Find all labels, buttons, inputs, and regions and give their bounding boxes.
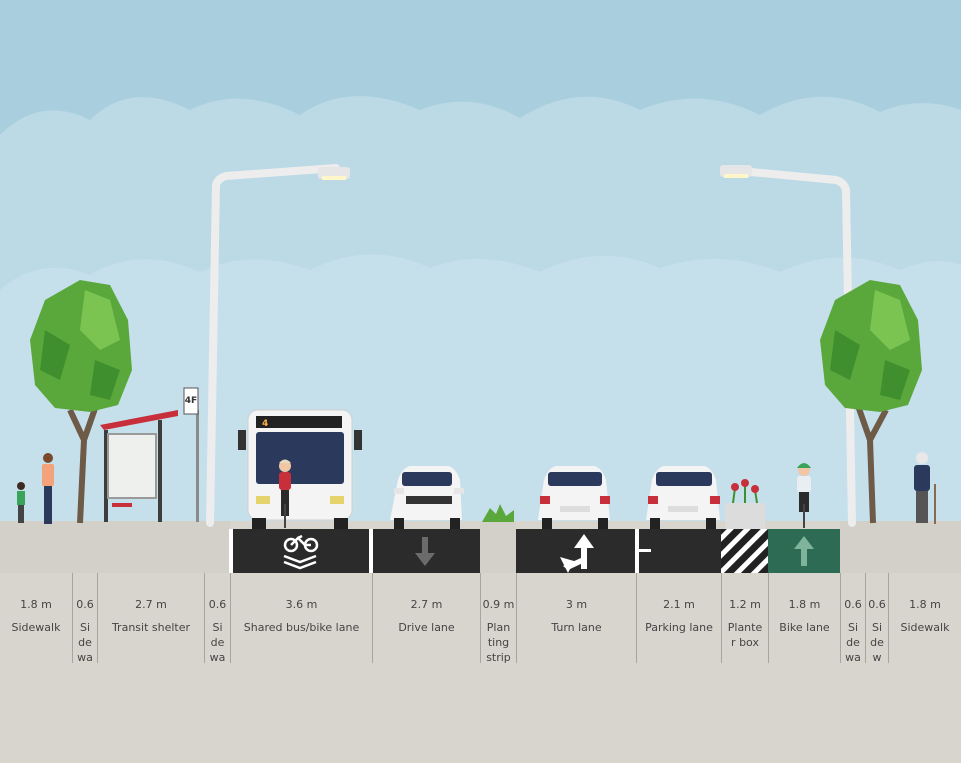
segment-label: 3.6 m Shared bus/bike lane	[230, 573, 372, 663]
bus	[238, 409, 362, 529]
cyclist-bike-lane	[797, 463, 811, 528]
segment-width: 1.8 m	[788, 598, 821, 611]
segment-label: 3 m Turn lane	[516, 573, 636, 663]
pedestrian-child	[17, 482, 25, 523]
pedestrian-elder	[914, 452, 936, 524]
asphalt-right	[516, 529, 721, 573]
segment-name: Turn lane	[551, 621, 602, 634]
segment-width: 0.6	[208, 598, 227, 611]
tree-right	[820, 280, 922, 524]
segment-width: 2.7 m	[135, 598, 167, 611]
segment-width: 0.9 m	[482, 598, 515, 611]
segment-label: 0.6Sidewalk	[840, 573, 865, 663]
down-arrow-icon	[415, 537, 435, 566]
planting-strip-shrub	[482, 504, 514, 522]
cyclist-on-bus-lane	[279, 459, 291, 528]
asphalt-left	[230, 529, 480, 573]
tree-left	[30, 280, 132, 524]
segment-label: 1.8 m Sidewalk	[888, 573, 961, 663]
segment-width: 3.6 m	[285, 598, 318, 611]
segment-name: Shared bus/bike lane	[243, 621, 360, 634]
planter-hatch	[721, 529, 768, 573]
stop-sign-label: 4F	[185, 396, 197, 406]
turn-arrow-icon	[560, 534, 594, 573]
bus-route-number: 4	[262, 419, 268, 429]
street-light-left	[206, 164, 350, 527]
street-light-right	[720, 165, 856, 527]
segment-width: 1.8 m	[909, 598, 941, 611]
segment-name: Drive lane	[398, 621, 455, 634]
segment-label: 0.6Sidewalk	[865, 573, 888, 663]
segment-name: Sidewalk	[870, 621, 884, 663]
clouds-front	[0, 254, 961, 530]
segment-label: 1.2 m Planter box	[721, 573, 768, 663]
segment-width: 3 m	[565, 598, 588, 611]
pedestrian-adult	[42, 453, 54, 524]
car-parking-lane	[646, 466, 720, 529]
segment-name: Sidewalk	[845, 621, 861, 663]
lane-line	[369, 529, 373, 573]
segment-label: 1.8 m Bike lane	[768, 573, 840, 663]
segment-width: 1.2 m	[729, 598, 761, 611]
segment-name: Planter box	[727, 621, 763, 649]
segment-width: 2.7 m	[410, 598, 443, 611]
segment-width: 2.1 m	[663, 598, 695, 611]
segment-label: 2.7 m Transit shelter	[97, 573, 204, 663]
segment-label: 0.9 m Planting strip	[480, 573, 516, 663]
segment-name: Sidewalk	[11, 621, 61, 634]
transit-shelter	[100, 410, 178, 522]
planter-box	[725, 479, 765, 529]
segment-width: 0.6	[868, 598, 886, 611]
car-drive-lane	[390, 466, 464, 529]
segment-label: 0.6Sidewalk	[72, 573, 97, 663]
segment-name: Sidewalk	[209, 621, 226, 663]
segment-label: 2.1 m Parking lane	[636, 573, 721, 663]
shared-bus-bike-marking-icon	[283, 534, 319, 570]
bus-stop-sign	[183, 387, 199, 522]
segment-name: Transit shelter	[111, 621, 191, 634]
segment-label: 2.7 m Drive lane	[372, 573, 480, 663]
car-turn-lane	[538, 466, 610, 529]
segment-name: Sidewalk	[900, 621, 950, 634]
segment-name: Parking lane	[645, 621, 713, 634]
lane-line	[635, 529, 639, 573]
segment-name: Bike lane	[779, 621, 830, 634]
planting-strip-surface	[480, 522, 516, 573]
segment-name: Planting strip	[486, 621, 511, 663]
segment-width: 0.6	[844, 598, 862, 611]
sidewalk-right-surface	[840, 521, 961, 573]
parking-tick	[639, 549, 651, 552]
sidewalk-left-surface	[0, 521, 230, 573]
segment-label: 0.6Sidewalk	[204, 573, 230, 663]
up-arrow-icon	[794, 536, 814, 566]
lane-line	[229, 529, 233, 573]
segment-name: Sidewalk	[77, 621, 93, 663]
segment-width: 0.6	[76, 598, 94, 611]
segment-width: 1.8 m	[20, 598, 52, 611]
segment-label: 1.8 m Sidewalk	[0, 573, 72, 663]
